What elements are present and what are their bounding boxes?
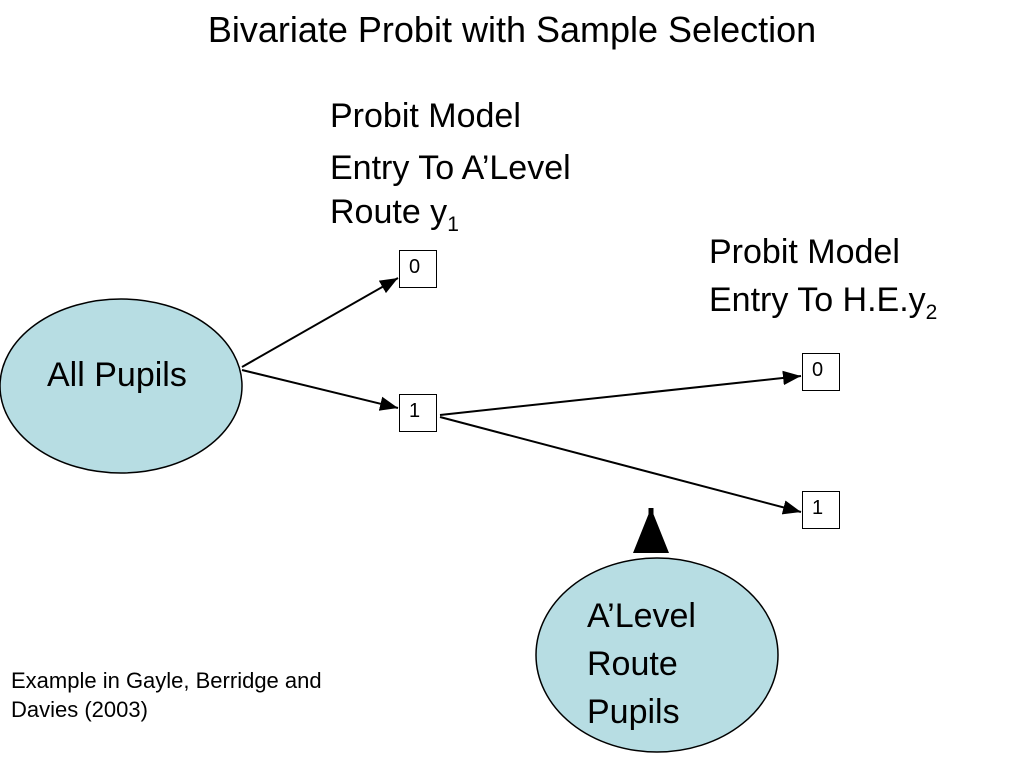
arrow-all-to-first-1 xyxy=(241,369,399,411)
alevel-pupils-line2: Route xyxy=(587,645,678,683)
footnote-line2: Davies (2003) xyxy=(11,697,148,722)
footnote-line1: Example in Gayle, Berridge and xyxy=(11,668,322,693)
first-stage-box-1: 1 xyxy=(399,394,437,432)
second-stage-label: Probit Model Entry To H.E.y2 xyxy=(709,228,937,324)
second-stage-line2: Entry To H.E.y2 xyxy=(709,276,937,324)
page-title: Bivariate Probit with Sample Selection xyxy=(207,9,817,50)
alevel-pupils-node xyxy=(535,557,779,753)
all-pupils-label: All Pupils xyxy=(47,356,187,394)
alevel-pupils-label: A’Level Route Pupils xyxy=(587,592,696,736)
second-stage-box-1: 1 xyxy=(802,491,840,529)
first-stage-label: Probit Model Entry To A’Level Route y1 xyxy=(330,92,571,236)
first-stage-box-0: 0 xyxy=(399,250,437,288)
arrow-first-1-to-second-1 xyxy=(439,416,802,515)
first-stage-line2: Entry To A’Level xyxy=(330,149,571,187)
second-stage-line1: Probit Model xyxy=(709,233,900,271)
alevel-pupils-line1: A’Level xyxy=(587,597,696,635)
first-stage-line1: Probit Model xyxy=(330,97,521,135)
footnote: Example in Gayle, Berridge and Davies (2… xyxy=(11,666,322,724)
second-stage-box-0: 0 xyxy=(802,353,840,391)
first-stage-route-text: Route y xyxy=(330,193,448,231)
alevel-pupils-line3: Pupils xyxy=(587,693,680,731)
arrow-first-1-to-second-0 xyxy=(439,370,802,416)
first-stage-subscript: 1 xyxy=(447,213,459,236)
second-stage-subscript: 2 xyxy=(925,301,938,324)
first-stage-line3: Route y1 xyxy=(330,188,571,236)
arrow-all-to-first-0 xyxy=(241,277,399,368)
second-stage-entry-text: Entry To H.E.y xyxy=(709,281,926,319)
all-pupils-node xyxy=(0,298,243,474)
